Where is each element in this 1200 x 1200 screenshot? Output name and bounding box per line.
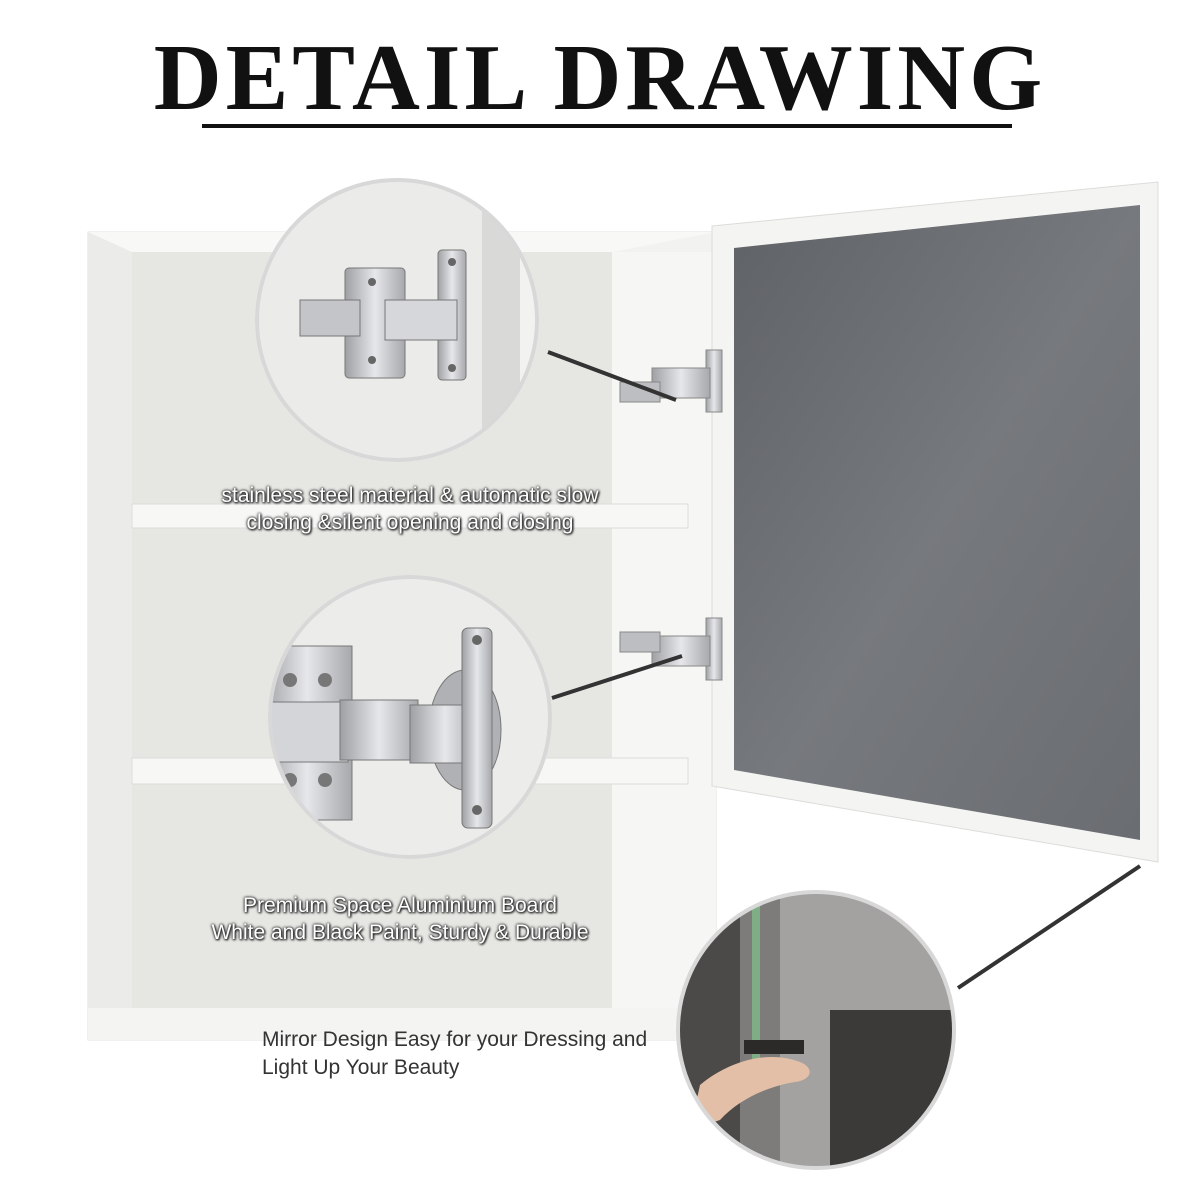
page-title: DETAIL DRAWING xyxy=(153,26,1047,130)
callout-hinge-line-2: closing &silent opening and closing xyxy=(246,511,574,534)
callout-board-line-1: Premium Space Aluminium Board xyxy=(243,894,557,917)
callout-mirror-line-1: Mirror Design Easy for your Dressing and xyxy=(262,1028,648,1051)
mirror-door xyxy=(711,181,1159,863)
callout-board-line-2: White and Black Paint, Sturdy & Durable xyxy=(211,921,589,944)
detail-circle-hinge-top xyxy=(255,178,539,462)
detail-circle-hinge-bottom xyxy=(268,575,552,859)
callout-hinge-line-1: stainless steel material & automatic slo… xyxy=(221,484,599,507)
shelf-upper xyxy=(131,503,689,529)
callout-hinge-caption: stainless steel material & automatic slo… xyxy=(180,482,640,536)
callout-mirror-caption: Mirror Design Easy for your Dressing and… xyxy=(262,1026,647,1082)
leader-line-hinge-upper xyxy=(547,350,677,402)
callout-board-caption: Premium Space Aluminium Board White and … xyxy=(180,892,620,946)
callout-mirror-line-2: Light Up Your Beauty xyxy=(262,1056,460,1079)
title-underline xyxy=(202,124,1012,128)
leader-line-mirror xyxy=(956,864,1142,990)
leader-line-hinge-lower xyxy=(551,654,683,700)
